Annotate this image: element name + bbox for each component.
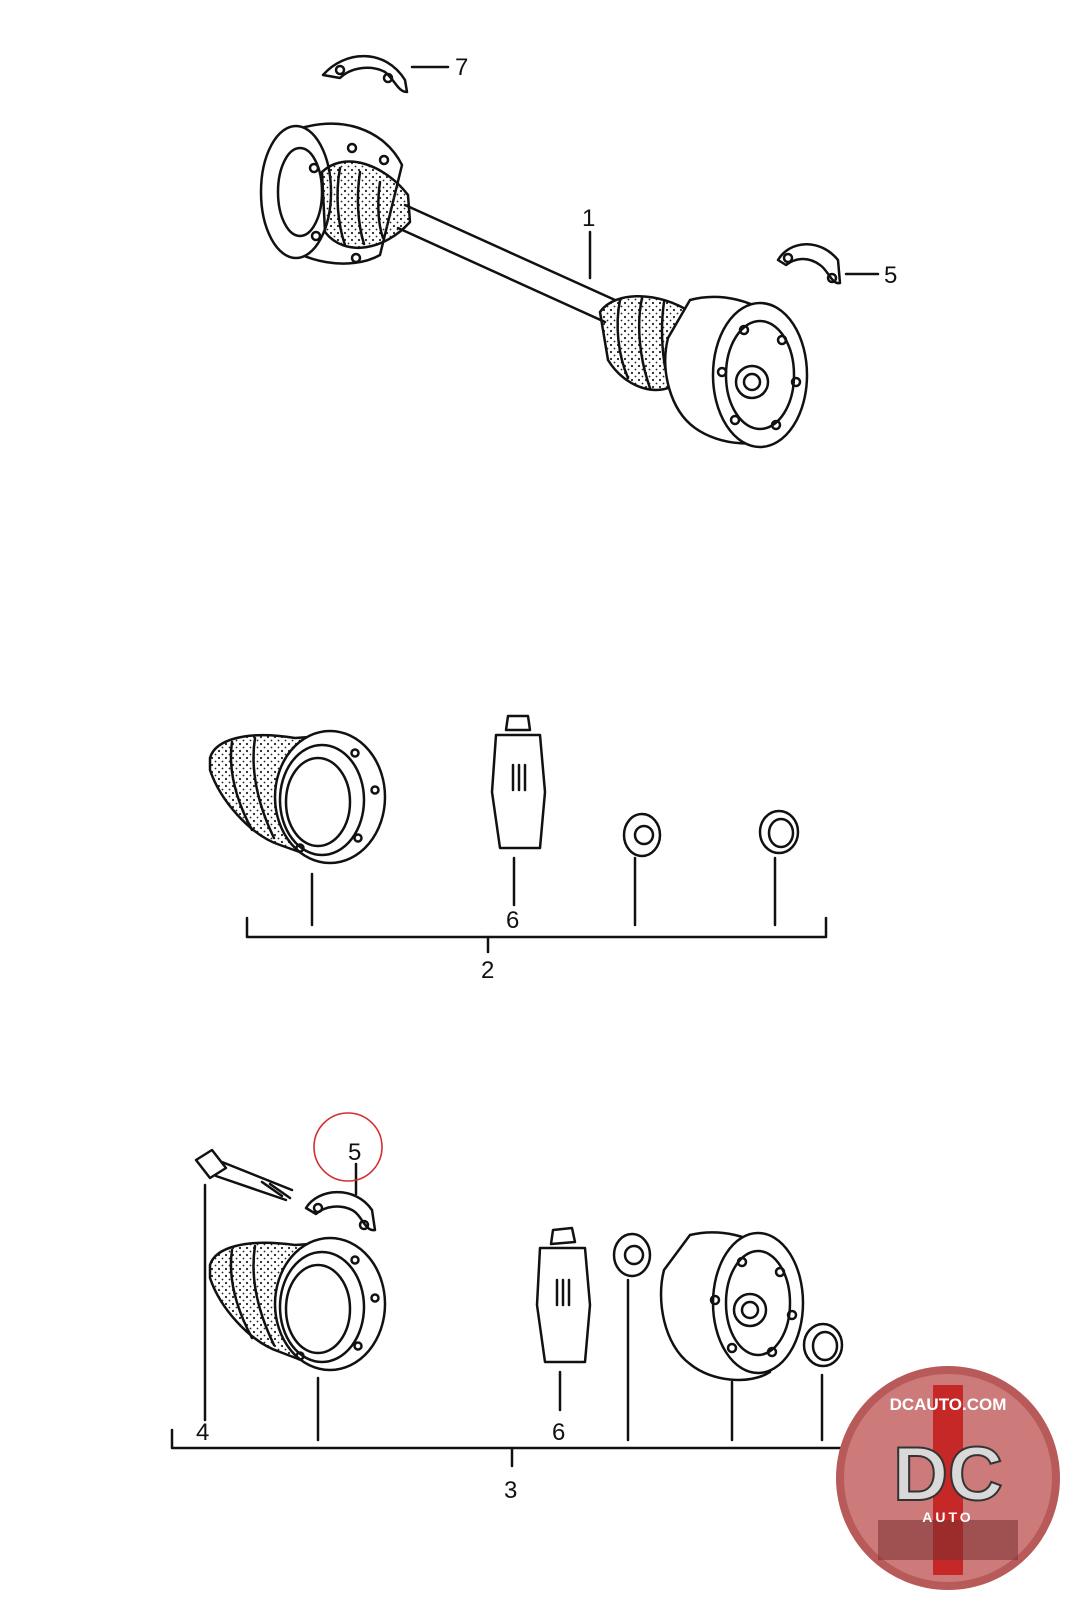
callout-1: 1: [582, 205, 595, 232]
logo-dc-mark: DC: [893, 1432, 1003, 1517]
bracket-3: [170, 1428, 862, 1468]
callout-6-bottom: 6: [552, 1419, 565, 1446]
boot-kit-boot: [208, 729, 387, 865]
boot-kit-group: [208, 714, 828, 954]
circlip-bottom: [802, 1322, 844, 1442]
callout-5-top: 5: [884, 262, 897, 289]
callout-3: 3: [504, 1477, 517, 1504]
retaining-plate-5-top: [776, 243, 880, 285]
spline-ring-mid: [622, 812, 662, 858]
repair-kit-group: [170, 1148, 862, 1468]
spline-ring-bottom: [612, 1232, 652, 1442]
dcauto-logo: DCAUTO.COM DC AUTO: [836, 1366, 1060, 1590]
callout-6-mid: 6: [506, 907, 519, 934]
retaining-plate-5-bottom: [304, 1162, 377, 1232]
highlight-circle: [313, 1112, 383, 1182]
logo-auto-text: AUTO: [922, 1509, 973, 1525]
circlip-mid: [758, 809, 800, 855]
shaft-bar: [396, 203, 617, 324]
retaining-plate-7: [321, 54, 450, 94]
callout-2: 2: [481, 957, 494, 984]
right-cv-joint: [664, 295, 809, 449]
logo-site-text: DCAUTO.COM: [890, 1395, 1007, 1414]
drive-shaft-assembly: [259, 122, 809, 449]
callout-7: 7: [455, 54, 468, 81]
grease-tube-bottom: [535, 1226, 592, 1412]
cv-joint-bottom: [659, 1231, 805, 1442]
callout-4: 4: [196, 1419, 209, 1446]
bracket-2: [245, 856, 828, 954]
left-boot: [320, 160, 412, 249]
repair-kit-boot: [208, 1236, 387, 1442]
bolt-4: [194, 1148, 294, 1422]
callout-5-bottom: 5: [348, 1139, 361, 1166]
grease-tube-mid: [490, 714, 547, 850]
